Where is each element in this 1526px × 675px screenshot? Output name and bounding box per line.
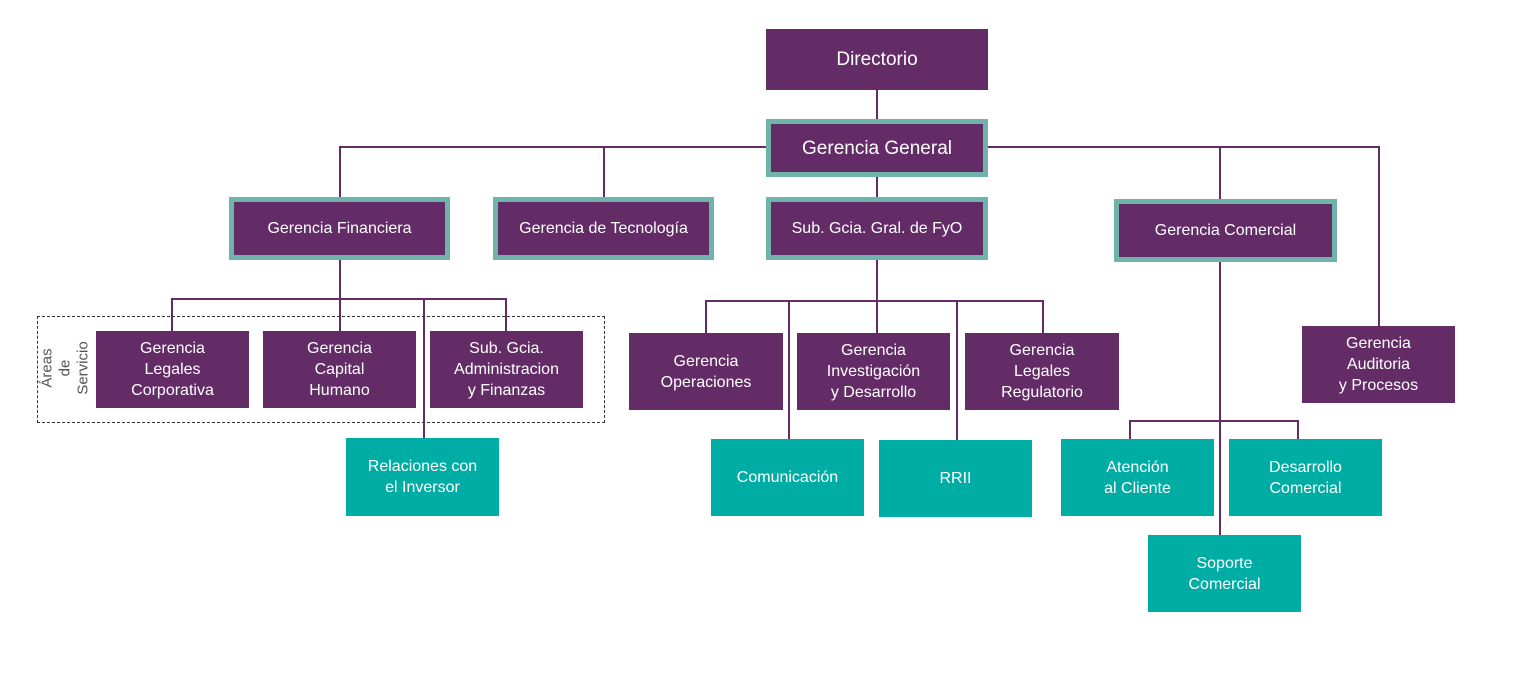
areas-de-servicio-group	[37, 316, 605, 423]
areas-de-servicio-label: Áreas de Servicio	[39, 332, 92, 404]
connector-general-financiera	[339, 146, 768, 199]
node-soporte-comercial: Soporte Comercial	[1148, 535, 1301, 612]
node-desarrollo-comercial: Desarrollo Comercial	[1229, 439, 1382, 516]
node-gerencia-comercial: Gerencia Comercial	[1114, 199, 1337, 262]
node-legales-corporativa: Gerencia Legales Corporativa	[96, 331, 249, 408]
node-comunicacion: Comunicación	[711, 439, 864, 516]
node-investigacion-desarrollo: Gerencia Investigación y Desarrollo	[797, 333, 950, 410]
node-legales-regulatorio: Gerencia Legales Regulatorio	[965, 333, 1119, 410]
node-gerencia-financiera: Gerencia Financiera	[229, 197, 450, 260]
connector-financiera-bus	[171, 298, 507, 331]
connector-comercial-bus	[1129, 420, 1299, 439]
node-rrii: RRII	[879, 440, 1032, 517]
connector-fyo-bus	[705, 300, 1044, 333]
node-relaciones-inversor: Relaciones con el Inversor	[346, 438, 499, 516]
node-sub-gcia-fyo: Sub. Gcia. Gral. de FyO	[766, 197, 988, 260]
node-atencion-cliente: Atención al Cliente	[1061, 439, 1214, 516]
node-operaciones: Gerencia Operaciones	[629, 333, 783, 410]
node-auditoria-procesos: Gerencia Auditoria y Procesos	[1302, 326, 1455, 403]
connector-general-auditoria	[985, 146, 1380, 326]
node-gerencia-tecnologia: Gerencia de Tecnología	[493, 197, 714, 260]
node-gerencia-general: Gerencia General	[766, 119, 988, 177]
areas-de-servicio-text: Áreas de Servicio	[39, 341, 93, 395]
node-directorio: Directorio	[766, 29, 988, 90]
node-capital-humano: Gerencia Capital Humano	[263, 331, 416, 408]
node-administracion-finanzas: Sub. Gcia. Administracion y Finanzas	[430, 331, 583, 408]
